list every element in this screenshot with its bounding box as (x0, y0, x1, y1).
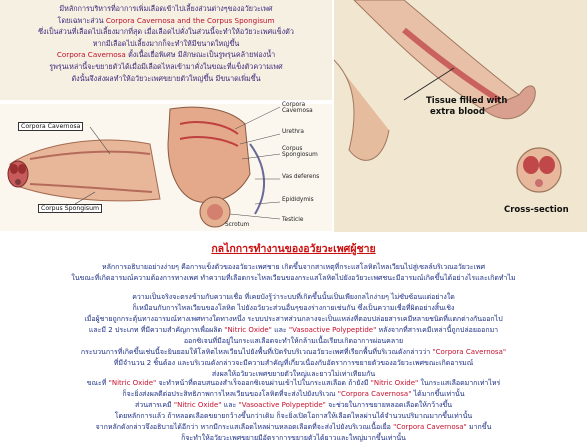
corpus-spongiosum-label: Corpus Spongiosum (282, 146, 318, 158)
tissue-annotation: Tissue filled with extra blood (426, 96, 507, 118)
corpus-spongisum-label: Corpus Spongisum (38, 204, 103, 213)
intro-text: ตั้งเนื้อเยื่อพิเศษ มีลักษณะเป็นรูพรุนคล… (125, 50, 276, 60)
epididymis-label: Epididymis (282, 197, 314, 203)
urethra-label: Urethra (282, 129, 304, 135)
intro-line: ซึ่งเป็นส่วนที่เลือดไปเลี้ยงมากที่สุด เม… (38, 27, 294, 37)
highlight-term: "Nitric Oxide" (370, 379, 419, 387)
anatomy-illustrations: Corpora Cavernosa Corpus Spongisum Corpo… (0, 102, 332, 231)
scrotum-label: Scrotum (225, 222, 250, 228)
paragraph-line: ก็จะทำให้อวัยวะเพศขยายมีอัตราการขยายตัวไ… (181, 434, 406, 442)
testicle-label: Testicle (282, 217, 304, 223)
paragraph-line: ความเป็นจริงจะตรงข้ามกับความเชื่อ ที่เคย… (132, 293, 455, 301)
text: หลังจากที่สารเคมีเหล่านี้ถูกปล่อยออกมา (376, 326, 499, 334)
text: มากขึ้น (466, 423, 492, 431)
highlight-term: Corpora Cavernosa and the Corpus Spongis… (105, 15, 275, 25)
intro-line: ดังนั้นจึงส่งผลทำให้อวัยวะเพศขยายตัวใหญ่… (71, 73, 261, 83)
highlight-term: "Vasoactive Polypeptide" (238, 401, 326, 409)
corpora-cavernosa-small-label: Corpora Cavernosa (282, 102, 313, 114)
text: และ (221, 401, 239, 409)
paragraph-line: ส่งผลให้อวัยวะเพศขยายตัวใหญ่และยาวไม่เท่… (211, 370, 376, 378)
text: และ (271, 326, 289, 334)
vas-deferens-label: Vas deferens (282, 174, 320, 180)
corpora-cavernosa-label: Corpora Cavernosa (18, 122, 84, 131)
text: จากหลักดังกล่าวจึงอธิบายได้อีกว่า หากมีก… (95, 423, 394, 431)
intro-line: รูพรุนเหล่านี้จะขยายตัวได้เมื่อมีเลือดไห… (49, 61, 283, 71)
highlight-term: "Corpora Cavernosa" (432, 348, 507, 356)
highlight-term: "Nitric Oxide" (173, 401, 222, 409)
section-title: กลไกการทำงานของอวัยวะเพศผู้ชาย (211, 243, 376, 255)
intro-line: หากมีเลือดไปเลี้ยงมากก็จะทำให้มีขนาดใหญ่… (92, 38, 240, 48)
side-anatomy-image (167, 106, 266, 228)
highlight-term: "Corpora Cavernosa" (393, 423, 467, 431)
cross-section-label: Cross-section (504, 205, 569, 215)
text: ก็จะยิ่งส่งผลดีต่อประสิทธิภาพการไหลเวียน… (122, 390, 338, 398)
paragraph-line: ก็จะยิ่งส่งผลดีต่อประสิทธิภาพการไหลเวียน… (0, 389, 587, 400)
text: และมี 2 ประเภท ที่มีความสำคัญการเพื่อผลิ… (88, 326, 225, 334)
text: ในกระแสเลือดมากเท่าไหร่ (418, 379, 501, 387)
text: ขณะที่ (86, 379, 109, 387)
shaft-cutaway-image (7, 139, 161, 202)
paragraph-line: ในขณะที่เกิดอารมณ์ความต้องการทางเพศ ทำคว… (71, 274, 516, 282)
intro-line: โดยเฉพาะส่วน Corpora Cavernosa and the C… (0, 15, 332, 27)
paragraph-3: ขณะที่ "Nitric Oxide" จะทำหน้าที่ตอบสนอง… (0, 378, 587, 444)
text: กระบวนการที่เกิดขึ้นเช่นนี้จะยินยอมให้โล… (80, 348, 433, 356)
paragraph-line: เมื่อผู้ชายถูกกระตุ้นทางอารมณ์ทางเพศทางใ… (84, 315, 503, 323)
intro-line: Corpora Cavernosa ตั้งเนื้อเยื่อพิเศษ มี… (0, 49, 332, 61)
cross-section-illustration: Tissue filled with extra blood Cross-sec… (334, 0, 587, 232)
highlight-term: "Vasoactive Polypeptide" (288, 326, 377, 334)
highlight-term: "Nitric Oxide" (224, 326, 272, 334)
tissue-line: Tissue filled with (426, 96, 508, 106)
highlight-term: "Corpora Cavernosa" (337, 390, 412, 398)
text: ส่วนสารเคมี (134, 401, 174, 409)
tissue-line: extra blood (430, 107, 485, 117)
paragraph-line: หลักการอธิบายอย่างง่ายๆ คือการแข็งตัวของ… (101, 263, 486, 271)
anatomy-drawing (7, 106, 281, 228)
text: จะช่วยในการขยายหลอดเลือดให้กว้างขึ้น (325, 401, 453, 409)
highlight-term: Corpora Cavernosa (56, 50, 126, 60)
text: จะทำหน้าที่ตอบสนองสำเร็จออกซิเจนผ่านเข้า… (156, 379, 371, 387)
paragraph-line: กระบวนการที่เกิดขึ้นเช่นนี้จะยินยอมให้โล… (0, 347, 587, 358)
intro-text: โดยเฉพาะส่วน (57, 15, 106, 25)
paragraph-line: โดยหลักการแล้ว ถ้าหลอดเลือดขยายกว้างขึ้น… (114, 412, 473, 420)
intro-line: มีหลักการบริหารที่อาการเพิ่มเลือดเข้าไปเ… (59, 4, 273, 13)
paragraph-line: ขณะที่ "Nitric Oxide" จะทำหน้าที่ตอบสนอง… (0, 378, 587, 389)
intro-text-block: มีหลักการบริหารที่อาการเพิ่มเลือดเข้าไปเ… (0, 0, 332, 100)
text: ได้มากขึ้นเท่านั้น (411, 390, 465, 398)
paragraph-2: ความเป็นจริงจะตรงข้ามกับความเชื่อ ที่เคย… (0, 292, 587, 380)
erect-anatomy-drawing (334, 0, 562, 193)
highlight-term: "Nitric Oxide" (108, 379, 157, 387)
paragraph-line: ก็เหมือนกับการไหลเวียนของโลหิต ไปยังอวัย… (132, 304, 455, 312)
paragraph-line: ออกซิเจนที่มีอยู่ในกระแสเลือดจะทำให้กล้า… (183, 337, 404, 345)
paragraph-line: และมี 2 ประเภท ที่มีความสำคัญการเพื่อผลิ… (0, 325, 587, 336)
paragraph-1: หลักการอธิบายอย่างง่ายๆ คือการแข็งตัวของ… (0, 262, 587, 284)
paragraph-line: จากหลักดังกล่าวจึงอธิบายได้อีกว่า หากมีก… (0, 422, 587, 433)
paragraph-line: ที่มีจำนวน 2 ชิ้นด้อง และบริเวณดังกล่าวจ… (113, 359, 474, 367)
paragraph-line: ส่วนสารเคมี "Nitric Oxide" และ "Vasoacti… (0, 400, 587, 411)
